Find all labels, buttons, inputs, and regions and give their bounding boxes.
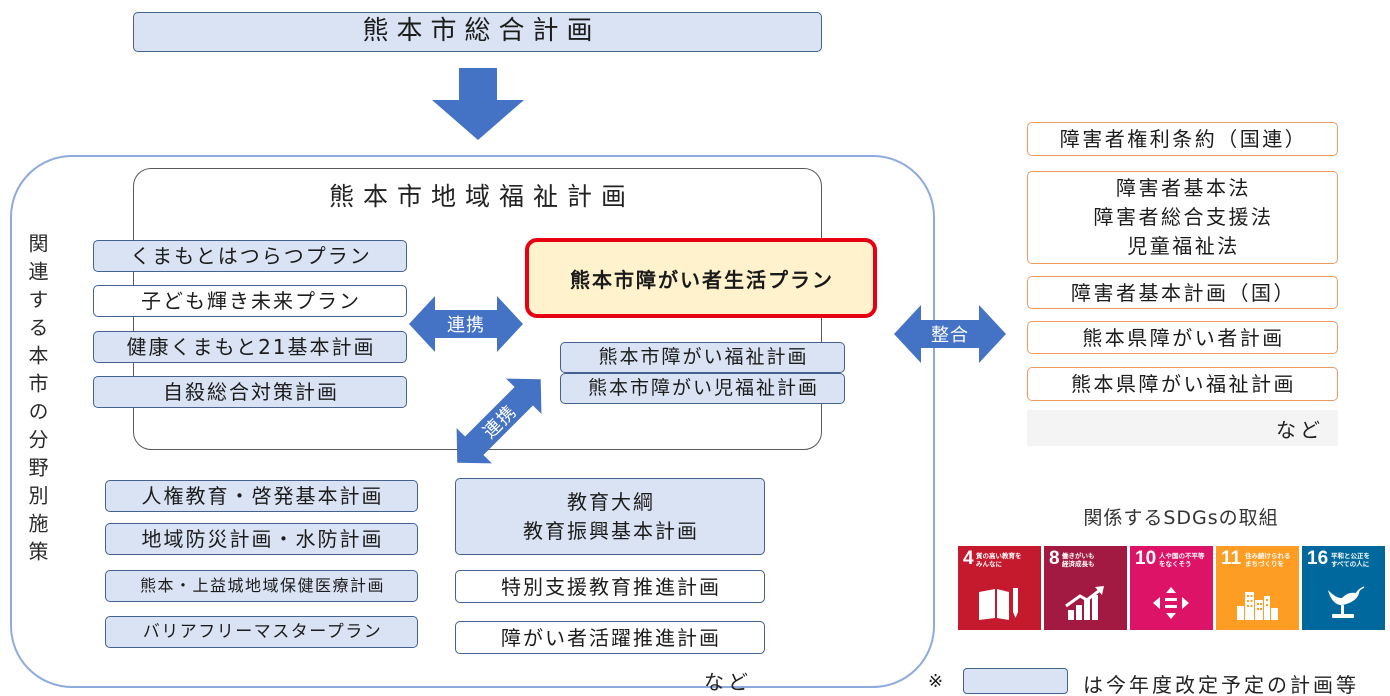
sector-plan-box: 熊本・上益城地域保健医療計画 bbox=[105, 570, 418, 602]
sub-plan-label: 熊本市障がい児福祉計画 bbox=[587, 377, 819, 400]
external-plan-box: 熊本県障がい者計画 bbox=[1027, 321, 1338, 354]
legend-swatch bbox=[963, 668, 1068, 694]
sdg-goal-text-line: すべての人に bbox=[1331, 560, 1370, 568]
external-plan-box: 障害者基本計画（国） bbox=[1027, 276, 1338, 309]
sdg-goal-number: 10 bbox=[1135, 548, 1157, 569]
sector-plan-box: 人権教育・啓発基本計画 bbox=[105, 480, 418, 512]
sdg-goal-text: 働きがいも 経済成長も bbox=[1062, 552, 1095, 568]
sdg-goal-text-line: 住み続けられる bbox=[1245, 552, 1291, 560]
double-arrow-icon bbox=[894, 305, 1006, 363]
welfare-plan-title: 熊本市地域福祉計画 bbox=[328, 182, 635, 211]
sector-plan-box: 特別支援教育推進計画 bbox=[455, 570, 765, 603]
sdg-goal-16-tile: 16 平和と公正を すべての人に bbox=[1302, 546, 1385, 630]
sector-plan-box: 地域防災計画・水防計画 bbox=[105, 523, 418, 555]
welfare-link-arrow: 連携 bbox=[409, 296, 523, 352]
comprehensive-plan-box: 熊本市総合計画 bbox=[133, 12, 822, 52]
double-arrow-icon bbox=[456, 378, 542, 464]
external-plan-box: 障害者権利条約（国連） bbox=[1027, 122, 1338, 156]
sdg-goal-text-line: みんなに bbox=[976, 560, 1002, 568]
related-policies-label: 関連する本市の分野別施策 bbox=[25, 233, 49, 569]
comprehensive-plan-label: 熊本市総合計画 bbox=[362, 16, 601, 47]
sector-plan-label: 障がい者活躍推進計画 bbox=[501, 625, 721, 650]
sdg-goal-11-tile: 11 住み続けられる まちづくりを bbox=[1216, 546, 1299, 630]
sub-plan-box: 熊本市障がい福祉計画 bbox=[560, 342, 845, 373]
sector-plan-label: 人権教育・啓発基本計画 bbox=[141, 484, 384, 508]
main-plan-box: 熊本市障がい者生活プラン bbox=[525, 238, 877, 318]
sdg-goal-text-line: をなくそう bbox=[1159, 560, 1192, 568]
sector-plan-label: 熊本・上益城地域保健医療計画 bbox=[139, 576, 385, 596]
consistency-label: 整合 bbox=[931, 325, 969, 346]
external-plan-box: 障害者基本法 障害者総合支援法 児童福祉法 bbox=[1027, 171, 1338, 264]
sdg-goal-10-tile: 10 人や国の不平等 をなくそう bbox=[1130, 546, 1213, 630]
main-plan-label: 熊本市障がい者生活プラン bbox=[570, 267, 834, 292]
consistency-arrow: 整合 bbox=[894, 305, 1006, 363]
sector-plan-box: 障がい者活躍推進計画 bbox=[455, 621, 765, 654]
sdg-goal-number: 4 bbox=[963, 548, 974, 569]
linked-plan-box: 健康くまもと21基本計画 bbox=[93, 331, 407, 363]
linked-plan-box: くまもとはつらつプラン bbox=[93, 240, 407, 272]
linked-plan-label: 子ども輝き未来プラン bbox=[141, 289, 361, 313]
sub-plan-label: 熊本市障がい福祉計画 bbox=[598, 346, 809, 369]
sdg-goal-text: 質の高い教育を みんなに bbox=[976, 552, 1022, 568]
external-plan-label: 障害者基本法 bbox=[1116, 176, 1251, 200]
double-arrow-icon bbox=[409, 296, 523, 352]
down-arrow-icon bbox=[432, 68, 524, 140]
linked-plan-box: 自殺総合対策計画 bbox=[93, 376, 407, 408]
growth-chart-icon bbox=[1065, 586, 1104, 620]
external-plan-label: 熊本県障がい福祉計画 bbox=[1071, 372, 1296, 396]
linked-plan-label: 健康くまもと21基本計画 bbox=[126, 335, 376, 359]
sdg-goal-text: 平和と公正を すべての人に bbox=[1331, 552, 1370, 568]
sector-plan-label: 教育振興基本計画 bbox=[523, 518, 699, 543]
sector-link-arrow: 連携 bbox=[440, 362, 559, 481]
sdg-goal-text-line: 質の高い教育を bbox=[976, 552, 1022, 560]
external-plan-label: 熊本県障がい者計画 bbox=[1082, 325, 1285, 350]
sdg-goal-text-line: 平和と公正を bbox=[1331, 552, 1370, 560]
sector-plan-label: 地域防災計画・水防計画 bbox=[141, 527, 384, 551]
sdg-goal-text-line: 働きがいも bbox=[1062, 552, 1095, 560]
sector-plan-label: 教育大綱 bbox=[567, 489, 655, 514]
legend-text: は今年度改定予定の計画等 bbox=[1083, 673, 1359, 696]
external-plan-label: 障害者基本計画（国） bbox=[1071, 280, 1296, 305]
sdg-goal-number: 11 bbox=[1221, 548, 1242, 569]
sdg-goal-number: 16 bbox=[1307, 548, 1329, 569]
dove-gavel-icon bbox=[1328, 586, 1365, 618]
sector-more-label: など bbox=[704, 670, 752, 694]
sector-plan-label: バリアフリーマスタープラン bbox=[142, 621, 383, 642]
linked-plan-label: くまもとはつらつプラン bbox=[130, 244, 372, 268]
external-plan-label: 児童福祉法 bbox=[1127, 234, 1240, 258]
sector-plan-box: 教育大綱 教育振興基本計画 bbox=[455, 478, 765, 555]
external-plan-label: 障害者権利条約（国連） bbox=[1059, 127, 1308, 151]
city-buildings-icon bbox=[1237, 592, 1278, 620]
sdg-goal-text-line: 人や国の不平等 bbox=[1159, 552, 1205, 560]
legend-mark: ※ bbox=[928, 671, 944, 692]
sdgs-title: 関係するSDGsの取組 bbox=[1083, 507, 1279, 529]
book-pencil-icon bbox=[979, 588, 1018, 620]
sdg-goal-text-line: まちづくりを bbox=[1245, 560, 1284, 568]
sector-plan-box: バリアフリーマスタープラン bbox=[105, 616, 418, 648]
sdg-goal-8-tile: 8 働きがいも 経済成長も bbox=[1044, 546, 1127, 630]
welfare-link-label: 連携 bbox=[447, 315, 485, 336]
external-more-label: など bbox=[1276, 417, 1324, 442]
sdg-goal-text-line: 経済成長も bbox=[1062, 560, 1095, 568]
related-policies-frame bbox=[10, 155, 935, 688]
sdg-goal-text: 人や国の不平等 をなくそう bbox=[1159, 552, 1205, 568]
sdg-goal-text: 住み続けられる まちづくりを bbox=[1245, 552, 1291, 568]
sector-plan-label: 特別支援教育推進計画 bbox=[501, 574, 721, 599]
sdg-goal-number: 8 bbox=[1049, 548, 1060, 569]
external-plan-label: 障害者総合支援法 bbox=[1093, 205, 1274, 229]
linked-plan-box: 子ども輝き未来プラン bbox=[93, 285, 407, 317]
sub-plan-box: 熊本市障がい児福祉計画 bbox=[560, 373, 845, 404]
external-more-area: など bbox=[1027, 410, 1338, 446]
linked-plan-label: 自殺総合対策計画 bbox=[163, 380, 339, 404]
equality-arrows-icon bbox=[1153, 587, 1189, 619]
sdg-goal-4-tile: 4 質の高い教育を みんなに bbox=[958, 546, 1041, 630]
external-plan-box: 熊本県障がい福祉計画 bbox=[1027, 367, 1338, 401]
